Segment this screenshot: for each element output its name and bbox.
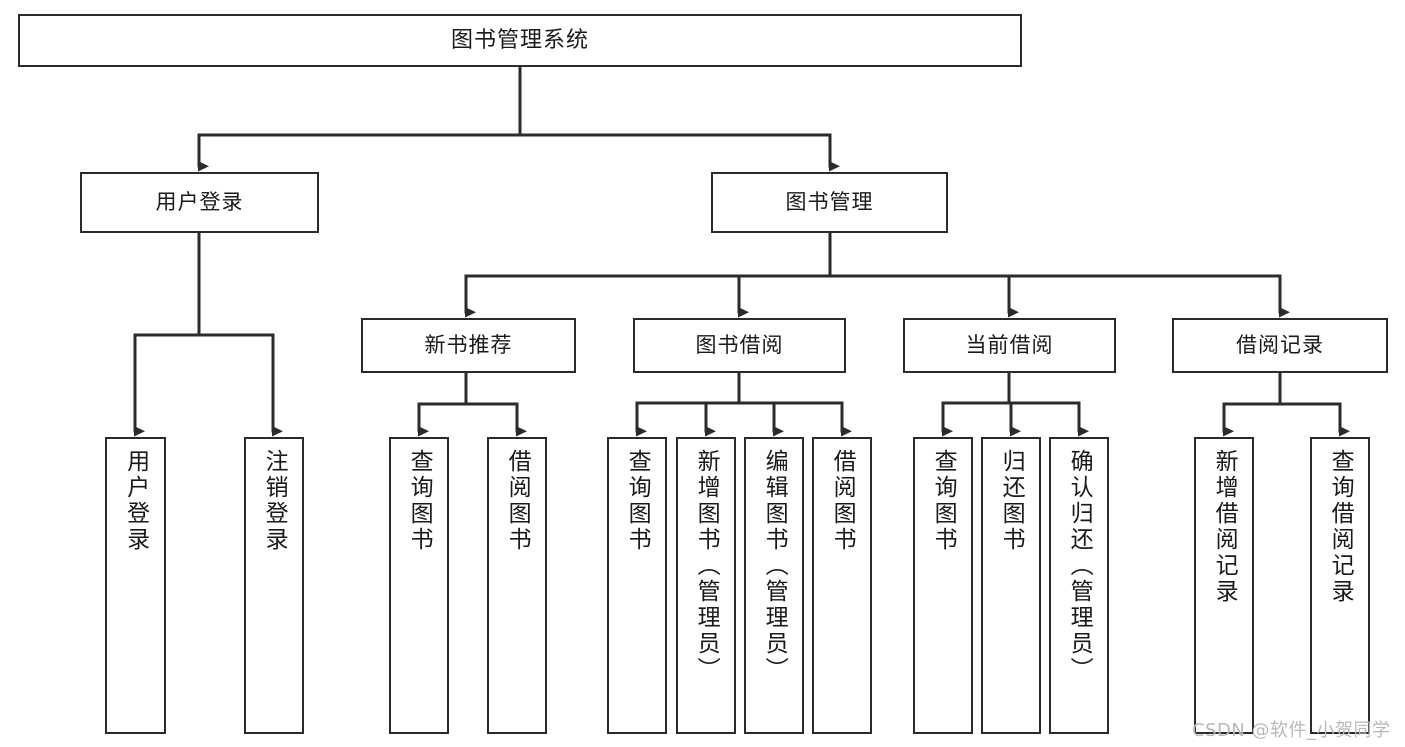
node-leaf-user-login[interactable]: 用户登录: [105, 437, 166, 734]
node-current-borrow-label: 当前借阅: [965, 333, 1054, 358]
node-leaf-edit-book[interactable]: 编辑图书（管理员）: [744, 437, 804, 734]
node-new-book-recommend-label: 新书推荐: [424, 333, 513, 358]
node-leaf-query-book-rec[interactable]: 查询图书: [389, 437, 449, 734]
node-leaf-user-logout-label: 注销登录: [261, 449, 288, 553]
node-book-borrow-label: 图书借阅: [695, 333, 784, 358]
node-leaf-query-record-label: 查询借阅记录: [1327, 449, 1354, 605]
node-borrow-record-label: 借阅记录: [1236, 333, 1324, 358]
node-leaf-borrow-book-rec[interactable]: 借阅图书: [487, 437, 547, 734]
node-leaf-return-book-label: 归还图书: [998, 449, 1025, 553]
node-leaf-borrow-book-rec-label: 借阅图书: [504, 449, 531, 553]
node-user-login-label: 用户登录: [155, 190, 244, 215]
node-leaf-confirm-return[interactable]: 确认归还（管理员）: [1049, 437, 1109, 734]
node-leaf-query-book-bor-label: 查询图书: [624, 449, 651, 553]
node-borrow-record[interactable]: 借阅记录: [1172, 318, 1388, 373]
node-book-borrow[interactable]: 图书借阅: [633, 318, 846, 373]
node-root[interactable]: 图书管理系统: [18, 14, 1022, 67]
node-leaf-user-login-label: 用户登录: [122, 449, 149, 553]
node-leaf-query-record[interactable]: 查询借阅记录: [1310, 437, 1370, 734]
node-leaf-query-book-bor[interactable]: 查询图书: [607, 437, 667, 734]
node-leaf-user-logout[interactable]: 注销登录: [244, 437, 304, 734]
node-root-label: 图书管理系统: [450, 27, 589, 53]
node-leaf-confirm-return-label: 确认归还（管理员）: [1066, 449, 1093, 683]
node-leaf-return-book[interactable]: 归还图书: [981, 437, 1041, 734]
node-book-manage[interactable]: 图书管理: [711, 172, 948, 233]
node-leaf-edit-book-label: 编辑图书（管理员）: [761, 449, 788, 683]
node-leaf-add-record-label: 新增借阅记录: [1211, 449, 1238, 605]
node-new-book-recommend[interactable]: 新书推荐: [361, 318, 576, 373]
node-leaf-add-book-label: 新增图书（管理员）: [693, 449, 720, 683]
node-leaf-add-book[interactable]: 新增图书（管理员）: [676, 437, 736, 734]
node-user-login[interactable]: 用户登录: [80, 172, 319, 233]
node-leaf-query-book-cur-label: 查询图书: [930, 449, 957, 553]
node-leaf-query-book-cur[interactable]: 查询图书: [913, 437, 973, 734]
node-book-manage-label: 图书管理: [785, 190, 874, 215]
node-leaf-borrow-book-bor[interactable]: 借阅图书: [812, 437, 872, 734]
node-leaf-add-record[interactable]: 新增借阅记录: [1194, 437, 1254, 734]
node-leaf-query-book-rec-label: 查询图书: [406, 449, 433, 553]
node-leaf-borrow-book-bor-label: 借阅图书: [829, 449, 856, 553]
csdn-watermark: CSDN @软件_小贺同学: [1192, 720, 1391, 741]
node-current-borrow[interactable]: 当前借阅: [903, 318, 1116, 373]
